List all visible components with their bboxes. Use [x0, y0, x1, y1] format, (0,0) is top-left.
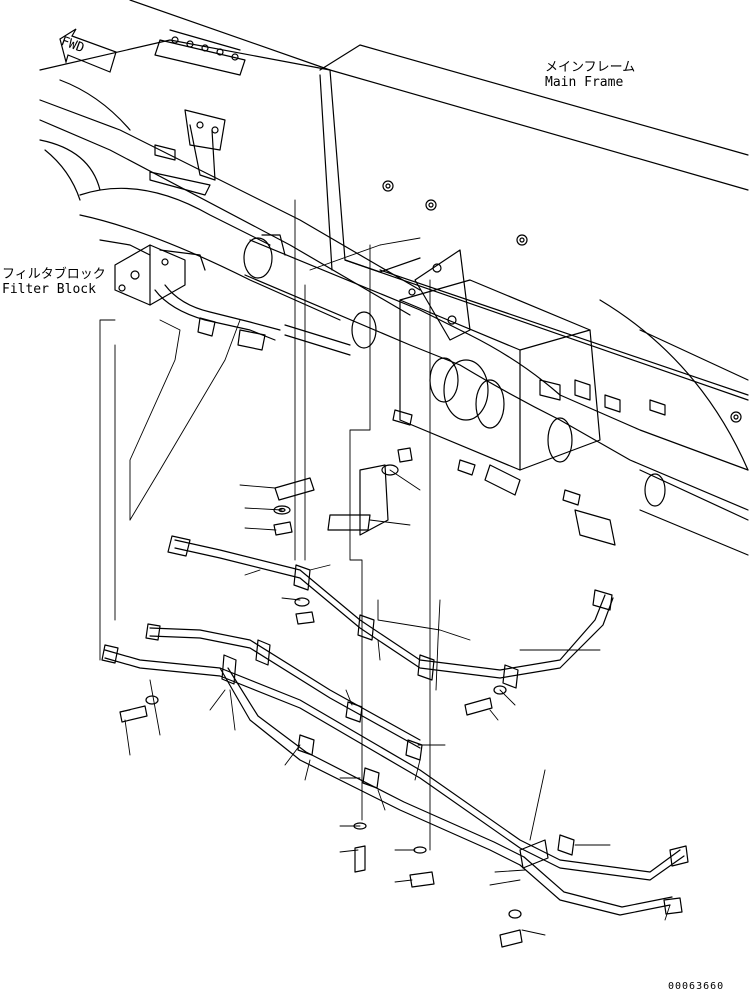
hardware — [119, 447, 523, 948]
leader-lines — [119, 237, 671, 936]
filter-block-label-en: Filter Block — [2, 282, 96, 297]
main-frame-label: メインフレーム Main Frame — [545, 60, 635, 90]
drawing-code: 00063660 — [668, 981, 725, 992]
main-frame-drawing — [39, 0, 749, 471]
assembly-lines — [99, 199, 431, 851]
forward-direction-arrow-icon — [59, 28, 117, 73]
filter-block-label: フィルタブロック Filter Block — [2, 267, 106, 297]
boom-pipes — [39, 79, 749, 556]
valve-block-assembly — [392, 249, 666, 546]
filter-block-label-jp: フィルタブロック — [2, 267, 106, 282]
main-frame-label-jp: メインフレーム — [545, 60, 636, 75]
filter-block — [99, 239, 351, 356]
hydraulic-hoses — [101, 535, 689, 916]
main-frame-label-en: Main Frame — [545, 75, 624, 90]
